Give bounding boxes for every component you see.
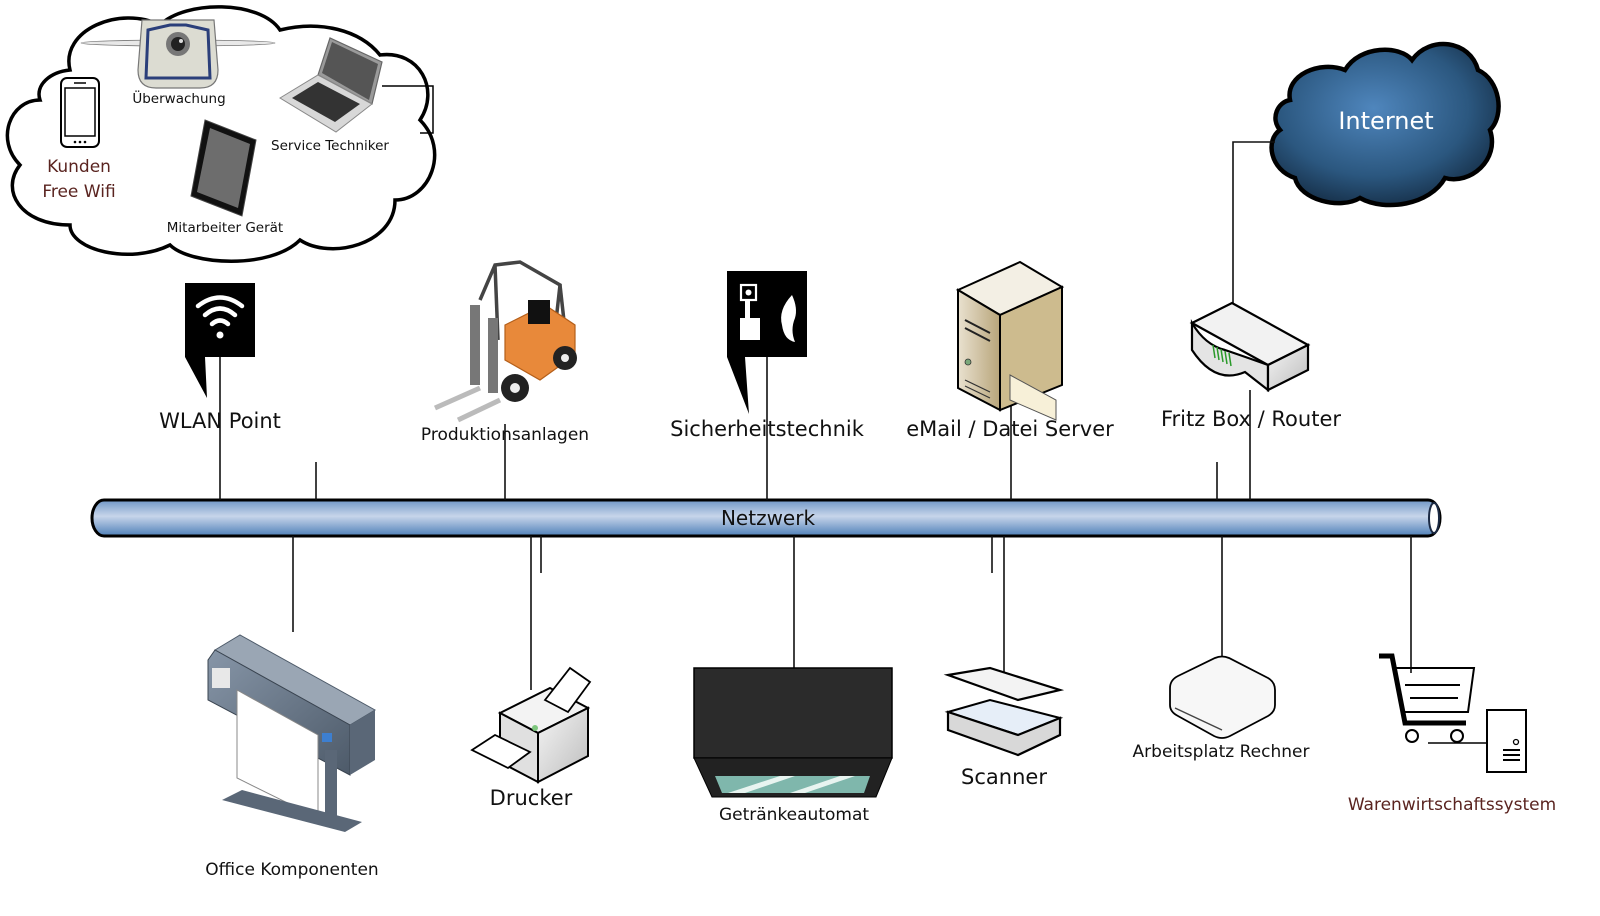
mail-server-label: eMail / Datei Server: [906, 417, 1114, 441]
shopping-cart-server-icon: [1379, 653, 1527, 773]
line-internet: [1232, 141, 1275, 305]
security-label: Sicherheitstechnik: [670, 417, 864, 441]
printer-icon: [470, 666, 592, 784]
internet-label: Internet: [1338, 107, 1434, 135]
vending-label: Getränkeautomat: [718, 805, 870, 825]
customer-wifi-label-line2: Free Wifi: [42, 182, 116, 202]
connection-lines: [219, 141, 1412, 690]
workstation-label: Arbeitsplatz Rechner: [1132, 742, 1310, 762]
backbone-label: Netzwerk: [720, 506, 816, 530]
office-label: Office Komponenten: [205, 860, 379, 880]
printer-label: Drucker: [489, 786, 573, 810]
network-backbone: [90, 498, 1442, 538]
service-technician-label: Service Techniker: [271, 138, 389, 154]
scanner-icon: [943, 666, 1065, 757]
internet-cloud-shape: [1269, 41, 1501, 208]
customer-wifi-label-line1: Kunden: [47, 157, 111, 177]
security-camera-icon: [80, 19, 276, 89]
backbone-pipe-end: [1428, 502, 1440, 534]
forklift-icon: [433, 260, 577, 423]
smartphone-icon: [60, 77, 100, 148]
employee-device-label: Mitarbeiter Gerät: [166, 220, 284, 236]
surveillance-label: Überwachung: [132, 91, 226, 107]
router-icon: [1189, 301, 1311, 393]
wlan-point-label: WLAN Point: [159, 409, 281, 433]
cloud-connector-line: [382, 85, 434, 134]
tablet-icon: [190, 119, 257, 217]
erp-label: Warenwirtschaftssystem: [1347, 795, 1557, 815]
mail-server-icon: [955, 260, 1065, 421]
wifi-icon: [185, 283, 255, 398]
vending-machine-icon: [693, 667, 893, 798]
fire-alarm-icon: [727, 271, 807, 414]
router-label: Fritz Box / Router: [1160, 407, 1342, 431]
plotter-icon: [207, 634, 376, 832]
laptop-icon: [279, 37, 383, 133]
internet-cloud: [1269, 41, 1501, 208]
desktop-computer-icon: [1169, 655, 1276, 739]
production-label: Produktionsanlagen: [420, 425, 590, 445]
scanner-label: Scanner: [961, 765, 1047, 789]
